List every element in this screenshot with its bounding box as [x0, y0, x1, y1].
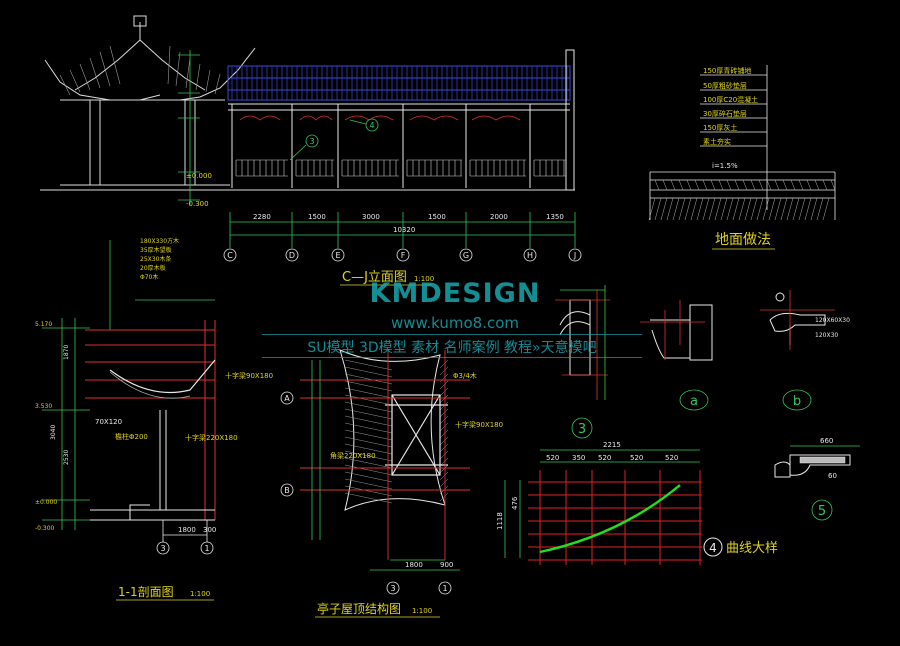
sec-dim-300: 300 — [203, 526, 216, 534]
elev-axis-c: C — [227, 251, 233, 260]
elev-callout-4: 4 — [369, 121, 374, 130]
roof-tile-pattern — [231, 66, 568, 100]
roof-dim-1800: 1800 — [405, 561, 423, 569]
curve-total: 2215 — [603, 441, 621, 449]
roof-dim-900: 900 — [440, 561, 453, 569]
detail-3-number: 3 — [578, 422, 586, 437]
roof-structure-plan: A B 3 1 1800 900 Φ3/4木 十字梁90X180 角梁220X1… — [280, 349, 503, 618]
elev-dim-3: 1500 — [428, 213, 446, 221]
detail-b-dim-0: 120X60X30 — [815, 317, 850, 324]
floor-layer-0: 150厚青砖铺地 — [703, 66, 751, 75]
section-1-1: 1800 300 3 1 5.170 3.530 ±0.000 -0.300 2… — [35, 237, 273, 601]
sec-level-2: ±0.000 — [35, 499, 57, 506]
floor-layer-5: 素土夯实 — [703, 137, 731, 146]
roof-structure-scale: 1:100 — [412, 607, 432, 615]
roof-axis-b: B — [284, 486, 290, 495]
elev-axis-j: J — [573, 251, 576, 260]
elev-dim-4: 2000 — [490, 213, 508, 221]
roof-structure-title: 亭子屋顶结构图 — [317, 601, 401, 616]
detail-b: 120X60X30 120X30 b — [760, 290, 850, 411]
sec-dim-left-0: 2530 — [63, 450, 70, 465]
roof-axis-1: 1 — [442, 584, 447, 593]
elev-dim-2: 3000 — [362, 213, 380, 221]
detail-5-dim-660: 660 — [820, 437, 833, 445]
curve-detail-title: 曲线大样 — [726, 541, 778, 556]
detail-b-dim-1: 120X30 — [815, 332, 838, 339]
curve-left-0: 1118 — [496, 512, 504, 530]
section-scale: 1:100 — [190, 590, 210, 598]
roof-axis-3: 3 — [390, 584, 395, 593]
elev-axis-f: F — [401, 251, 406, 260]
sec-label-column: 檐柱Φ200 — [115, 432, 148, 441]
floor-layer-4: 150厚灰土 — [703, 123, 737, 132]
sec-spec-4: Φ70木 — [140, 273, 158, 281]
elev-axis-g: G — [463, 251, 469, 260]
elev-level-neg: -0.300 — [186, 200, 209, 208]
sec-label-beam-220: 十字梁220X180 — [185, 433, 238, 442]
corridor-railing — [235, 159, 566, 177]
floor-layer-1: 50厚粗砂垫层 — [703, 81, 747, 90]
roof-axis-a: A — [284, 394, 290, 403]
elevation-title: C—J立面图 — [342, 270, 407, 285]
roof-rafters — [344, 359, 449, 504]
elev-callout-3: 3 — [309, 137, 314, 146]
sec-spec-0: 180X330方木 — [140, 237, 179, 245]
floor-layer-2: 100厚C20混凝土 — [703, 95, 758, 104]
curve-top-4: 520 — [665, 454, 678, 462]
sec-level-3: -0.300 — [35, 525, 55, 532]
elev-dim-total: 10320 — [393, 226, 415, 234]
curve-left-1: 476 — [511, 496, 519, 510]
detail-5-dim-60: 60 — [828, 472, 837, 480]
sec-spec-2: 25X30木条 — [140, 255, 171, 263]
elevation-view: ±0.000 -0.300 2280 1500 3000 1500 2000 1… — [40, 15, 582, 286]
floor-layer-3: 30厚碎石垫层 — [703, 109, 747, 118]
floor-method-title: 地面做法 — [715, 232, 771, 248]
curve-top-1: 350 — [572, 454, 585, 462]
sec-level-1: 3.530 — [35, 403, 52, 410]
curve-number: 4 — [709, 541, 717, 555]
roof-label-0: Φ3/4木 — [453, 371, 477, 380]
detail-5-number: 5 — [818, 504, 826, 519]
sec-dim-left-1: 3040 — [50, 425, 57, 440]
roof-label-2: 角梁220X180 — [330, 451, 376, 460]
roof-label-1: 十字梁90X180 — [455, 420, 503, 429]
elev-level-0: ±0.000 — [186, 172, 212, 180]
floor-slope: i=1.5% — [712, 162, 738, 170]
elev-dim-5: 1350 — [546, 213, 564, 221]
detail-a: a — [640, 300, 713, 411]
floor-method-detail: 150厚青砖铺地 50厚粗砂垫层 100厚C20混凝土 30厚碎石垫层 150厚… — [648, 65, 836, 250]
detail-5: 660 60 5 — [774, 437, 860, 521]
curve-grid — [528, 470, 702, 565]
section-title: 1-1剖面图 — [118, 585, 174, 599]
curve-detail-4: 2215 520 350 520 520 520 1118 476 4 曲线大样 — [496, 441, 778, 565]
elev-axis-d: D — [289, 251, 295, 260]
floor-hatch — [648, 179, 836, 221]
detail-b-label: b — [793, 394, 801, 409]
sec-level-0: 5.170 — [35, 321, 52, 328]
elev-dim-0: 2280 — [253, 213, 271, 221]
sec-label-beam-90: 十字梁90X180 — [225, 371, 273, 380]
elev-axis-e: E — [335, 251, 340, 260]
curve-top-0: 520 — [546, 454, 559, 462]
sec-spec-3: 20厚木板 — [140, 264, 166, 272]
curve-top-2: 520 — [598, 454, 611, 462]
elev-axis-h: H — [527, 251, 533, 260]
curve-top-3: 520 — [630, 454, 643, 462]
sec-dim-1800: 1800 — [178, 526, 196, 534]
sec-spec-1: 35厚木望板 — [140, 246, 172, 254]
elev-dim-1: 1500 — [308, 213, 326, 221]
sec-label-70x120: 70X120 — [95, 418, 122, 426]
detail-3: 3 — [555, 285, 610, 439]
sec-dim-left-2: 1870 — [63, 345, 70, 360]
detail-a-label: a — [690, 394, 698, 409]
elevation-scale: 1:100 — [414, 275, 434, 283]
sec-axis-1: 1 — [204, 544, 209, 553]
sec-axis-3: 3 — [160, 544, 165, 553]
